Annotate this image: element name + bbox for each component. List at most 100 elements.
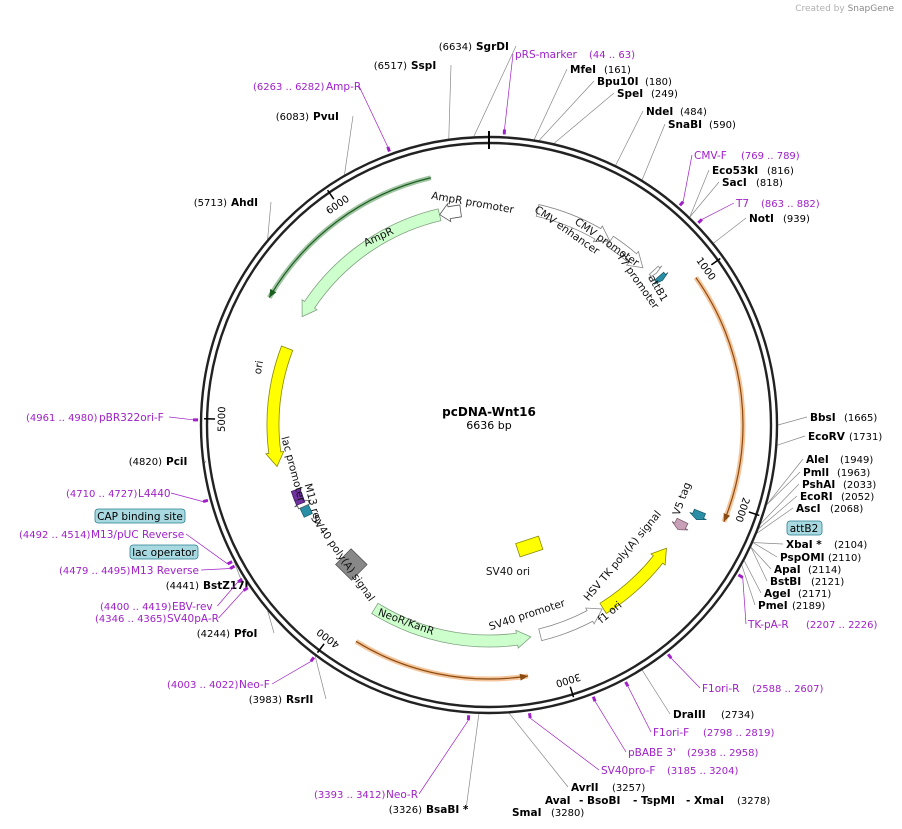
enzyme-site: MfeI(161) (570, 64, 631, 76)
primer-range: (4479 .. 4495) (59, 566, 131, 577)
primer-range: (2798 .. 2819) (703, 728, 775, 739)
primer-range: (4003 .. 4022) (167, 680, 239, 691)
enzyme-leader-line (538, 80, 595, 141)
enzyme-leader-line (267, 610, 275, 634)
enzyme-site: AvrII(3257) (571, 782, 645, 794)
primer-leader-line (169, 416, 194, 421)
enzyme-smai: SmaI (3280) (512, 807, 584, 819)
enzyme-site: AgeI(2171) (764, 588, 831, 600)
enzyme-pos: (1665) (844, 413, 877, 424)
attb1-arrow (653, 271, 669, 285)
label-leader-lines (202, 45, 808, 810)
primer-site: EBV-rev(4400 .. 4419) (100, 601, 213, 613)
primer-site: TK-pA-R(2207 .. 2226) (747, 619, 878, 631)
enzyme-name: SgrDI (476, 41, 509, 53)
orf-amp-glow (267, 175, 432, 299)
primer-site-mark (624, 681, 630, 688)
primer-site-mark (666, 653, 673, 660)
enzyme-site: PmlI(1963) (803, 467, 870, 479)
enzyme-pos: (180) (645, 77, 672, 88)
primer-name: M13/pUC Reverse (91, 529, 184, 541)
enzyme-site: PshAI(2033) (802, 479, 876, 491)
enzyme-name: SpeI (617, 88, 643, 100)
primer-leader-line (701, 202, 735, 220)
enzyme-leader-line (777, 435, 806, 446)
orf-arcs (267, 175, 746, 682)
enzyme-leader-line (752, 542, 778, 558)
enzyme-pos: (2110) (828, 553, 861, 564)
primer-site: pRS-marker(44 .. 63) (515, 49, 635, 61)
ori-arrow (265, 345, 294, 468)
enzyme-site: (3326)BsaBI * (389, 804, 469, 816)
cap-binding-site-text: CAP binding site (97, 511, 183, 523)
enzyme-name: NdeI (646, 106, 673, 118)
t7-promoter-arrow (648, 265, 663, 279)
credit-watermark: Created by SnapGene (795, 4, 894, 14)
ori-label: ori (252, 360, 266, 376)
primer-name: Neo-F (239, 679, 270, 691)
ampr-arrow (301, 208, 442, 318)
enzyme-name: BbsI (810, 412, 836, 424)
enzyme-site: Bpu10I(180) (597, 76, 672, 88)
tick-mark (569, 686, 575, 698)
primer-leader-line (170, 492, 204, 502)
enzyme-pos: (6083) (276, 112, 309, 123)
orf-neo-arrowhead (519, 673, 529, 681)
primer-name: SV40pro-F (601, 765, 655, 777)
primer-range: (4346 .. 4365) (95, 614, 167, 625)
primer-site: Neo-F(4003 .. 4022) (167, 679, 270, 691)
enzyme-site: PspOMI(2110) (780, 552, 861, 564)
enzyme-pos: (1963) (837, 468, 870, 479)
enzyme-site: (4441)BstZ17I (166, 580, 249, 592)
enzyme-leader-line (448, 64, 452, 139)
enzyme-pos: (5713) (194, 198, 227, 209)
attb2-label: attB2 (786, 520, 823, 536)
enzyme-name: PfoI (234, 628, 257, 640)
enzyme-name: AgeI (764, 588, 791, 600)
enzyme-leader-line (267, 201, 272, 240)
primer-leader-line (358, 85, 389, 148)
primer-name: F1ori-R (702, 683, 739, 695)
primer-site: pBR322ori-F(4961 .. 4980) (26, 412, 164, 424)
enzyme-leader-line (750, 546, 768, 582)
enzyme-name: RsrII (286, 694, 313, 706)
tick-mark (326, 189, 335, 200)
tick-label: 3000 (554, 670, 582, 688)
enzyme-pos: (2052) (841, 492, 874, 503)
primer-site: T7(863 .. 882) (735, 198, 820, 210)
sv40-ori-mark (515, 535, 544, 558)
primer-name: F1ori-F (653, 727, 689, 739)
enzyme-pos: (818) (756, 178, 783, 189)
enzyme-pos: (4441) (166, 581, 199, 592)
enzyme-leader-line (760, 483, 800, 525)
primer-range: (4492 .. 4514) (19, 530, 91, 541)
v5-tag-arrow (689, 508, 707, 521)
enzyme-pos: (6634) (439, 42, 472, 53)
primer-leader-line (682, 154, 693, 202)
primer-range: (3185 .. 3204) (667, 766, 739, 777)
primer-leader-line (271, 661, 312, 685)
enzyme-bsobi: - BsoBI (579, 795, 620, 807)
hsv-tk-arrow (671, 517, 689, 531)
enzyme-leader-line (465, 713, 480, 810)
enzyme-leader-line (758, 495, 798, 529)
tick-label: 5000 (217, 406, 229, 432)
primer-name: EBV-rev (172, 601, 213, 613)
primer-name: TK-pA-R (747, 619, 789, 631)
enzyme-name: MfeI (570, 64, 596, 76)
enzyme-leader-line (752, 542, 784, 545)
enzyme-site: SpeI(249) (617, 88, 678, 100)
sv40-promoter-arrow (538, 607, 603, 642)
primer-name: Neo-R (386, 789, 418, 801)
enzyme-row-bottom: AvaI - BsoBI - TspMI - XmaI (3278) (545, 795, 770, 807)
enzyme-site: AscI(2068) (796, 503, 863, 515)
primer-site-mark (737, 573, 744, 579)
enzyme-pos: (939) (783, 214, 810, 225)
plasmid-backbone (199, 131, 779, 715)
primer-site: Neo-R(3393 .. 3412) (314, 789, 418, 801)
enzyme-site: ApaI(2114) (774, 564, 841, 576)
primer-name: M13 Reverse (131, 565, 199, 577)
enzyme-pos: (4820) (129, 457, 162, 468)
primer-site: pBABE 3'(2938 .. 2958) (628, 747, 759, 759)
primer-range: (4961 .. 4980) (26, 413, 98, 424)
